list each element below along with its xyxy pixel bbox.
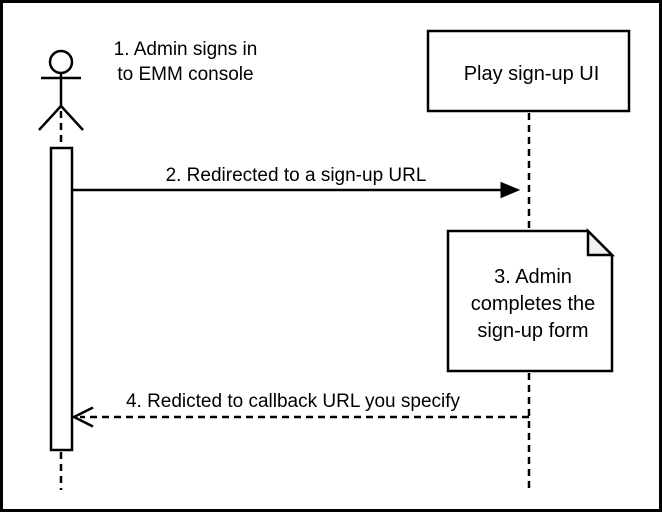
actor-icon <box>38 49 84 131</box>
message-1-label-line2: to EMM console <box>117 64 254 85</box>
actor-leg-right <box>60 105 84 131</box>
note-text-line3: sign-up form <box>477 319 589 342</box>
note-text-line1: 3. Admin <box>494 265 572 288</box>
participant-play-sign-up-ui: Play sign-up UI <box>431 34 632 114</box>
message-1-label-line1: 1. Admin signs in <box>113 39 258 60</box>
filled-arrowhead-icon <box>500 181 521 199</box>
message-4-label: 4. Redicted to callback URL you specify <box>125 391 461 412</box>
note-text-line2: completes the <box>470 292 596 315</box>
message-1-label: 1. Admin signs in to EMM console <box>88 37 283 87</box>
diagram-line-art <box>38 29 631 490</box>
message-4-arrow <box>71 406 529 428</box>
note-fold-corner <box>586 227 616 257</box>
open-arrowhead-icon <box>71 406 94 428</box>
activation-bar <box>49 146 74 452</box>
participant-label: Play sign-up UI <box>463 62 600 85</box>
message-2-label: 2. Redirected to a sign-up URL <box>165 165 427 186</box>
note-text: 3. Admin completes the sign-up form <box>451 234 615 374</box>
participant-box <box>426 29 631 113</box>
actor-leg-left <box>38 105 62 131</box>
note-shape <box>446 227 616 373</box>
actor-head <box>48 49 74 75</box>
message-2-arrow <box>73 181 521 199</box>
